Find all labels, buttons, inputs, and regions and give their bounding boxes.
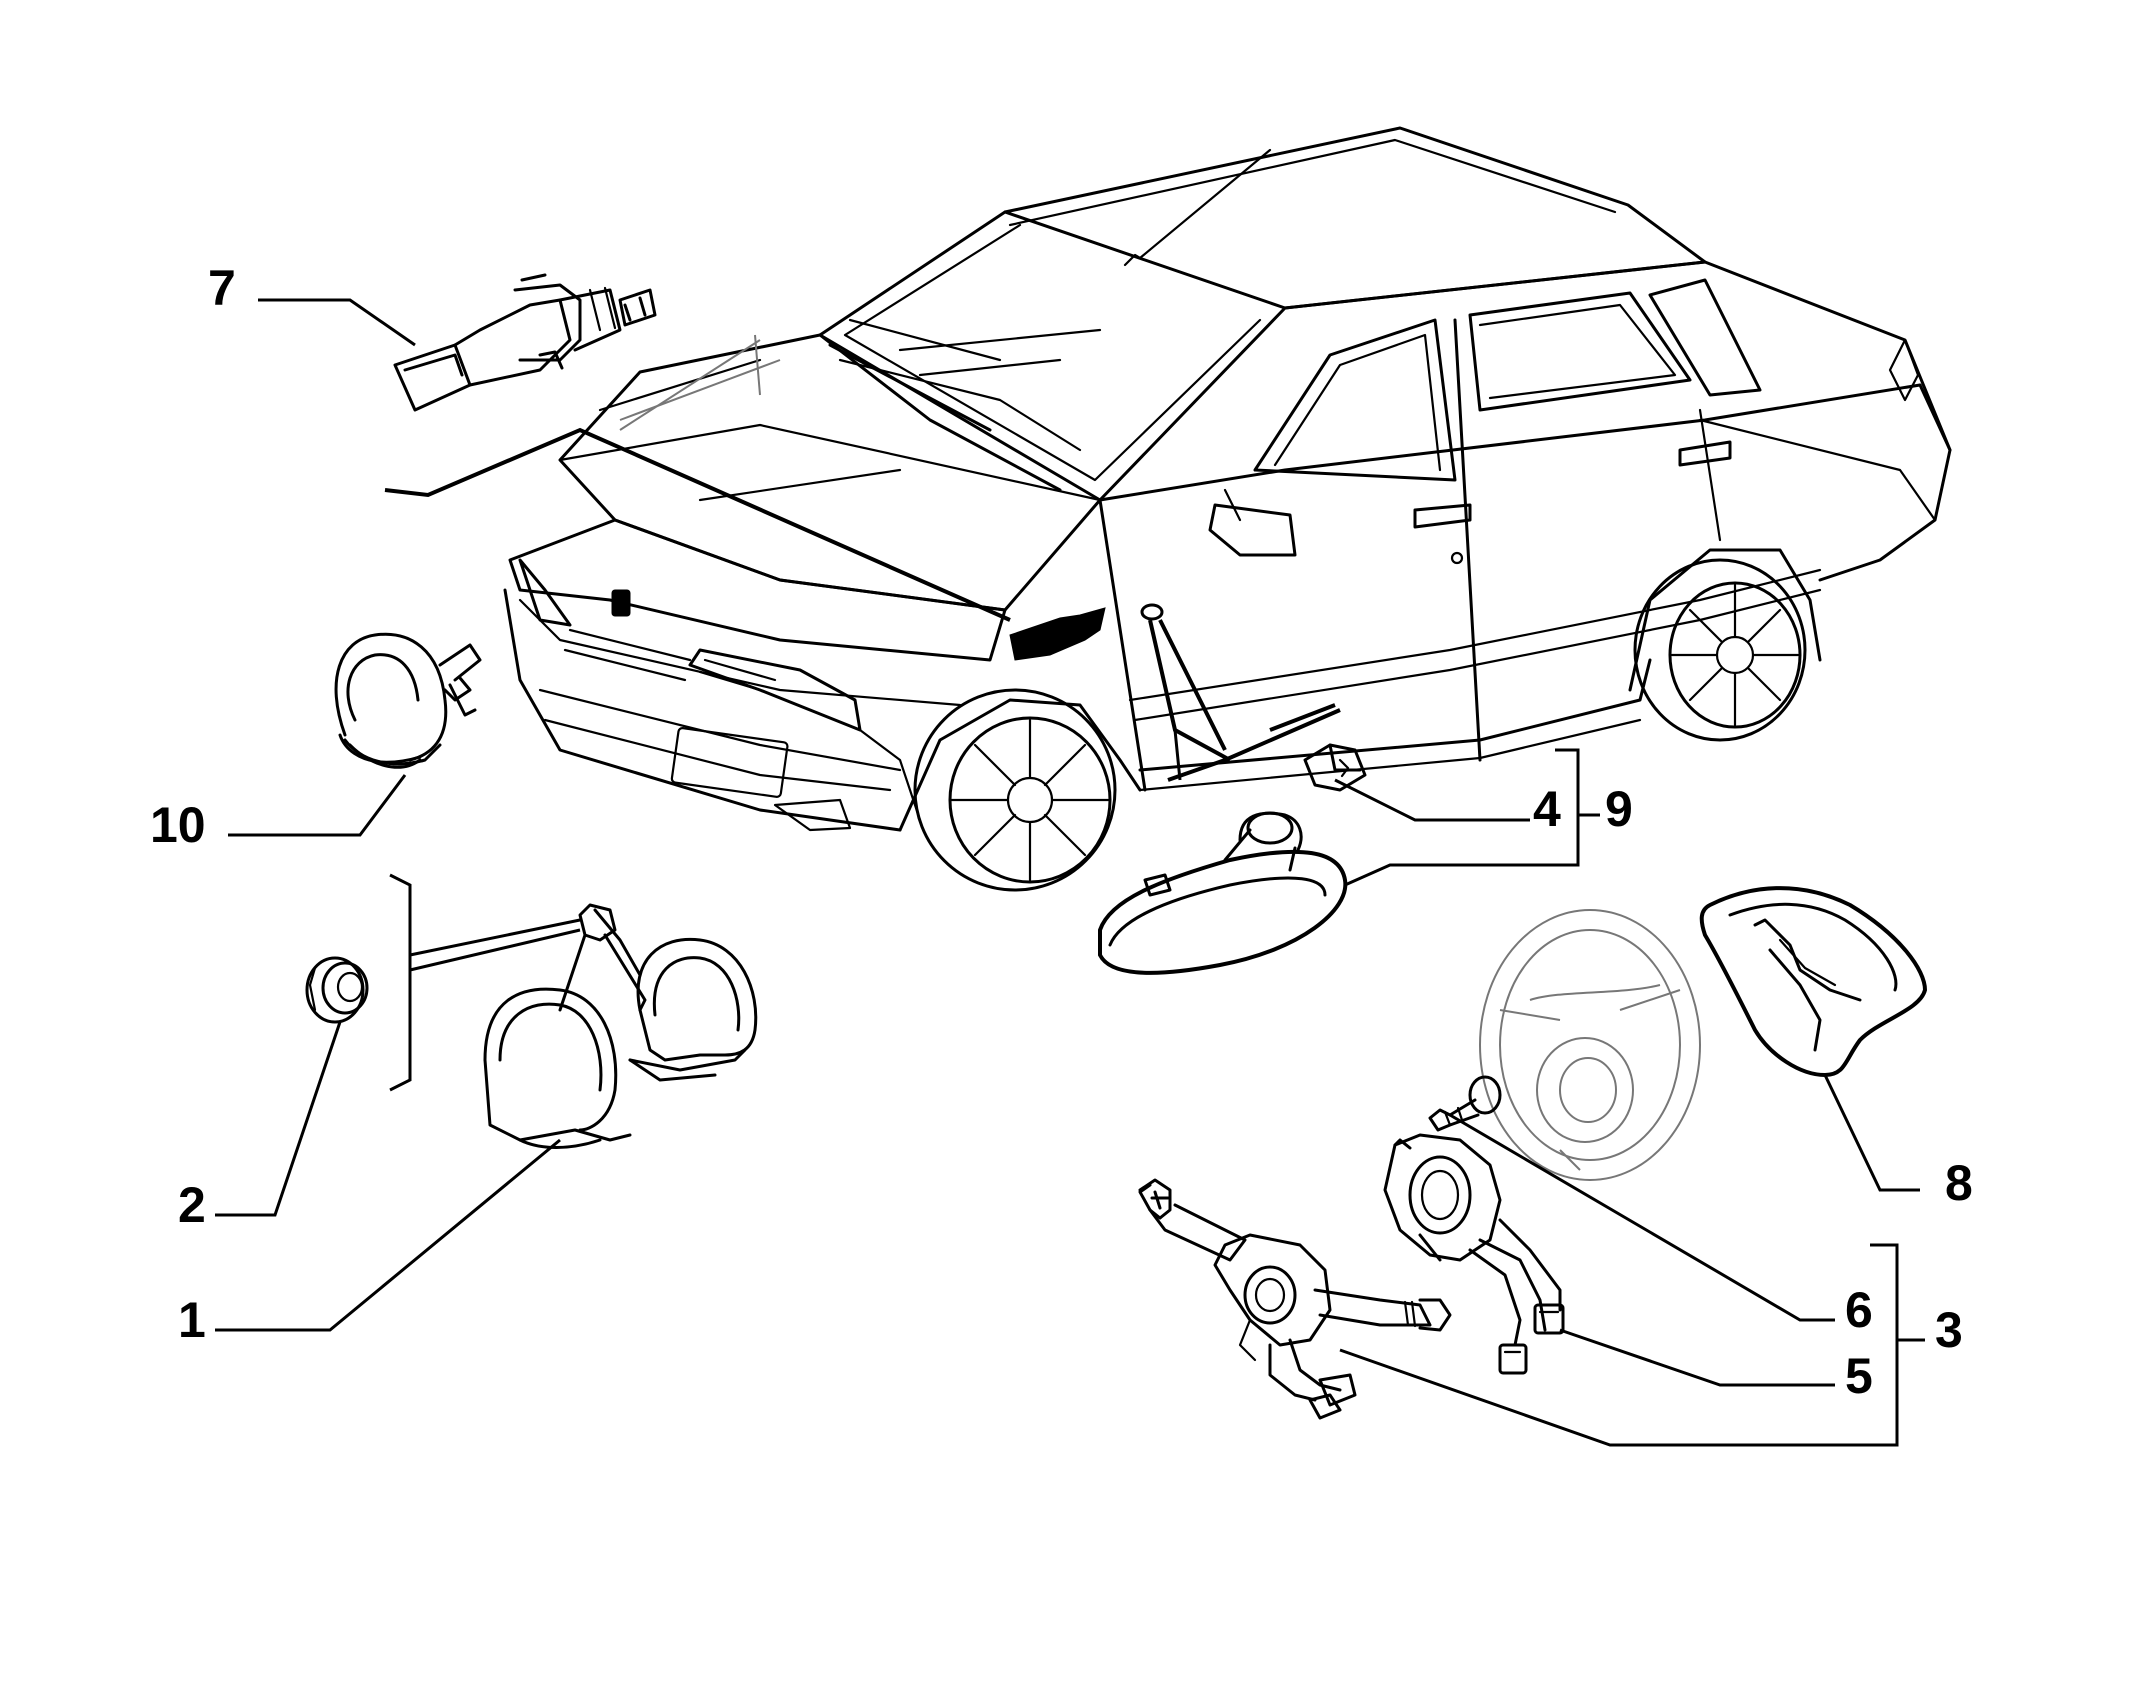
callout-5: 5 bbox=[1845, 1348, 1873, 1404]
callout-7: 7 bbox=[208, 260, 236, 316]
callout-9: 9 bbox=[1605, 781, 1633, 837]
callout-10: 10 bbox=[150, 797, 206, 853]
part-3-combination-switch bbox=[1138, 1178, 1452, 1420]
part-1-dual-horn bbox=[483, 903, 758, 1149]
leader-lines bbox=[215, 298, 1925, 1447]
steering-wheel-outline bbox=[1479, 909, 1701, 1181]
part-2-nut bbox=[305, 956, 369, 1024]
callout-1: 1 bbox=[178, 1292, 206, 1348]
callout-labels: 7 10 2 1 4 9 8 6 3 5 bbox=[150, 260, 1973, 1404]
part-7-switch bbox=[393, 273, 657, 412]
callout-6: 6 bbox=[1845, 1282, 1873, 1338]
callout-4: 4 bbox=[1533, 781, 1561, 837]
part-9-side-repeater bbox=[1098, 811, 1348, 975]
part-4-bulb bbox=[1303, 743, 1367, 792]
part-5-clockspring bbox=[1383, 1133, 1565, 1375]
part-10-horn bbox=[334, 632, 482, 769]
callout-3: 3 bbox=[1935, 1302, 1963, 1358]
car-illustration bbox=[503, 126, 1952, 892]
part-8-airbag-cover bbox=[1699, 886, 1927, 1077]
callout-2: 2 bbox=[178, 1177, 206, 1233]
callout-8: 8 bbox=[1945, 1155, 1973, 1211]
